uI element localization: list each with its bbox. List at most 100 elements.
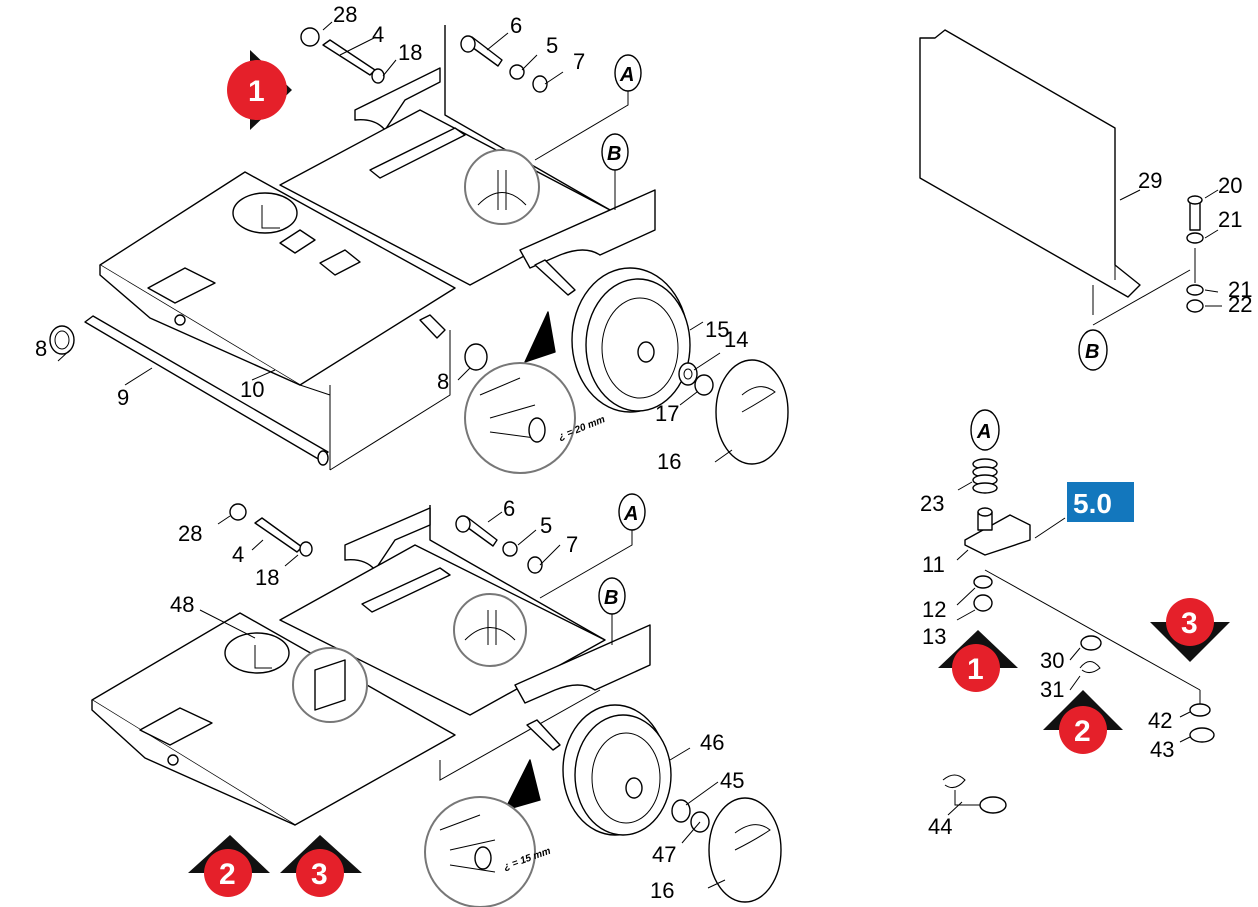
label-6-top: 6 (510, 13, 522, 38)
bottom-zoom-spring-detail (464, 610, 516, 645)
right-top-leaders (1092, 189, 1222, 326)
washer-21-top (1186, 232, 1204, 244)
marker-2-bottom-disc (204, 849, 252, 897)
bottom-cover-plate (91, 612, 456, 826)
bottom-hubcap-grip (734, 824, 771, 851)
bottom-side-lower (439, 689, 601, 781)
clip-44-leaders (947, 790, 980, 816)
top-axle-stub (534, 259, 576, 296)
label-21-bottom: 21 (1228, 277, 1252, 302)
top-spacer-28 (300, 27, 320, 47)
top-zoom-axle (464, 362, 576, 474)
bottom-frame-slot (361, 567, 451, 613)
right-callout-b-text: B (1085, 341, 1099, 363)
bottom-callout-b (598, 577, 626, 615)
bottom-washer-5 (502, 541, 518, 557)
label-46: 46 (700, 730, 724, 755)
top-bolt-4 (322, 39, 376, 76)
bottom-cover-label (139, 707, 213, 746)
axle-rod (84, 315, 329, 461)
top-cover-hole-mark (261, 205, 280, 229)
label-30: 30 (1040, 648, 1064, 673)
marker-2-right-text: 2 (1074, 715, 1091, 748)
label-5-bottom: 5 (540, 513, 552, 538)
label-12: 12 (922, 597, 946, 622)
top-side-lower (329, 330, 451, 471)
screw-20-head (1187, 195, 1203, 205)
washer-21-bottom (1186, 284, 1204, 296)
top-leader-lines (57, 21, 733, 463)
ring-43 (1189, 727, 1215, 743)
nut-22 (1186, 299, 1204, 313)
washer-42 (1189, 703, 1211, 717)
valve-stem-top (977, 507, 993, 517)
right-callout-a (970, 409, 1000, 451)
nut-13 (973, 594, 993, 612)
top-wheel-rim (601, 297, 679, 399)
label-17: 17 (655, 401, 679, 426)
label-7-top: 7 (573, 49, 585, 74)
top-wheel-hub (637, 341, 655, 363)
clip-44 (942, 774, 966, 789)
label-13: 13 (922, 624, 946, 649)
label-48: 48 (170, 592, 194, 617)
label-11: 11 (922, 552, 945, 577)
label-14: 14 (724, 327, 748, 352)
bottom-right-bracket (514, 624, 651, 704)
bottom-callout-b-text: B (604, 587, 618, 609)
label-47: 47 (652, 842, 676, 867)
label-16-bottom: 16 (650, 878, 674, 903)
valve-leaders (956, 481, 1201, 691)
label-31: 31 (1040, 677, 1064, 702)
top-zoom-pointer (524, 311, 556, 363)
label-22: 22 (1228, 292, 1252, 317)
washer-12 (973, 575, 993, 589)
top-frame-plate (279, 109, 611, 286)
side-panel-29 (919, 29, 1141, 298)
label-15: 15 (705, 317, 729, 342)
bottom-callout-a-text: A (623, 503, 638, 525)
label-43: 43 (1150, 737, 1174, 762)
top-nut-7 (532, 75, 548, 93)
marker-3-bottom-disc (296, 849, 344, 897)
marker-1-right-text: 1 (967, 653, 984, 686)
bottom-frame-plate (279, 544, 606, 716)
label-44: 44 (928, 814, 952, 839)
top-zoom-axle-detail (479, 377, 536, 439)
top-pin-6-head (460, 35, 476, 53)
top-zoom-spring-detail (477, 170, 527, 210)
label-4-bottom: 4 (232, 542, 244, 567)
bottom-wheel-rim (591, 732, 661, 824)
section-badge-text: 5.0 (1073, 488, 1112, 519)
top-callout-a-text: A (619, 64, 634, 86)
label-6-bottom: 6 (503, 496, 515, 521)
label-18-bottom: 18 (255, 565, 279, 590)
label-42: 42 (1148, 708, 1172, 733)
bottom-zoom-axle-detail (439, 814, 496, 873)
top-washer-14 (678, 362, 698, 386)
bottom-upper-bracket (344, 507, 431, 571)
marker-3-bottom-text: 3 (311, 858, 328, 891)
top-washer-18 (371, 68, 385, 84)
top-zoom-spring (464, 149, 540, 225)
washer-30 (1080, 635, 1102, 651)
bottom-pin-6-head (455, 515, 471, 533)
label-28-top: 28 (333, 2, 357, 27)
bottom-cover-screw (167, 754, 179, 766)
end-cap-left (49, 325, 75, 355)
bottom-axle-stub (526, 719, 561, 751)
top-callout-b-text: B (607, 143, 621, 165)
label-16-top: 16 (657, 449, 681, 474)
top-cover-window-1 (279, 229, 316, 254)
label-8-right: 8 (437, 369, 449, 394)
top-callout-b (601, 133, 629, 171)
label-28-bottom: 28 (178, 521, 202, 546)
ring-leaders (1179, 711, 1191, 743)
bottom-washer-18 (299, 541, 313, 557)
end-cap-left-inner (54, 330, 70, 350)
top-cover-screw (174, 314, 186, 326)
marker-1-text: 1 (248, 75, 265, 108)
top-hubcap-grip (741, 386, 776, 413)
bottom-cover-hole (224, 632, 290, 674)
